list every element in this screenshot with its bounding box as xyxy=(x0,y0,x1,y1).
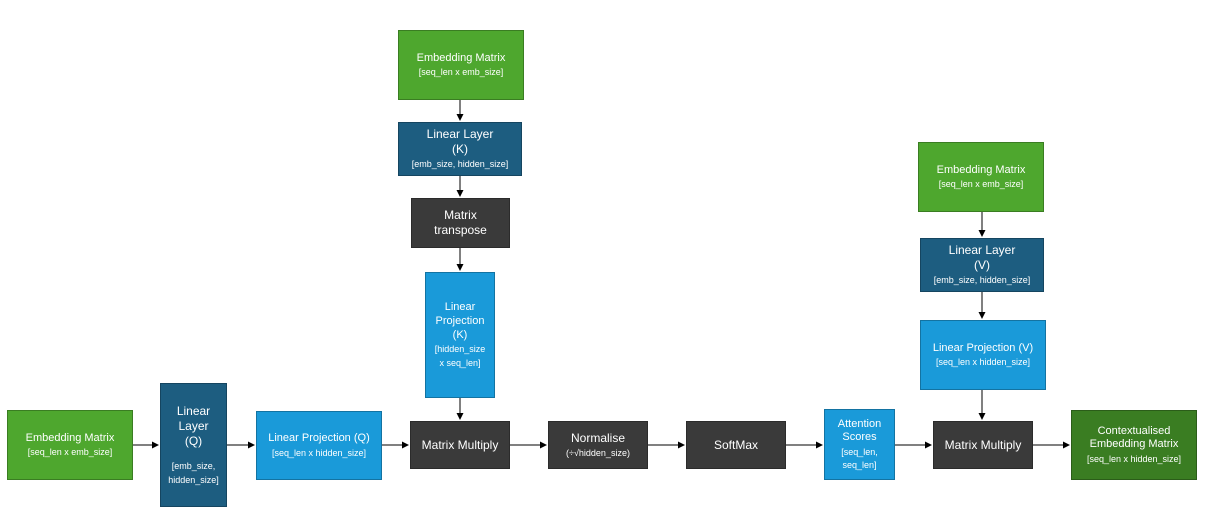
node-title: Embedding Matrix xyxy=(25,431,115,444)
node-title-3: (K) xyxy=(452,328,468,341)
matrix-multiply-v-node: Matrix Multiply xyxy=(933,421,1033,469)
node-shape-label: [emb_size, hidden_size] xyxy=(411,159,509,170)
matrix-transpose-node: Matrix transpose xyxy=(411,198,510,248)
node-title-2: Layer xyxy=(178,419,209,434)
node-title: Contextualised xyxy=(1097,424,1171,437)
node-title: Linear xyxy=(176,404,211,419)
softmax-node: SoftMax xyxy=(686,421,786,469)
embedding-matrix-v-node: Embedding Matrix [seq_len x emb_size] xyxy=(918,142,1044,212)
contextualised-embedding-node: Contextualised Embedding Matrix [seq_len… xyxy=(1071,410,1197,480)
node-title-sub: (V) xyxy=(974,258,990,273)
node-shape-label: (÷√hidden_size) xyxy=(566,447,630,458)
linear-projection-v-node: Linear Projection (V) [seq_len x hidden_… xyxy=(920,320,1046,390)
linear-layer-k-node: Linear Layer (K) [emb_size, hidden_size] xyxy=(398,122,522,176)
node-title: SoftMax xyxy=(713,437,758,452)
node-shape-label: [seq_len, xyxy=(841,447,878,457)
node-title: Linear xyxy=(444,301,476,314)
node-shape-label: [seq_len x hidden_size] xyxy=(271,447,367,458)
node-shape-label: [seq_len x emb_size] xyxy=(418,67,504,78)
node-title: Normalise xyxy=(570,430,625,445)
node-shape-label: [seq_len x emb_size] xyxy=(938,179,1024,190)
node-shape-label-2: x seq_len] xyxy=(439,357,481,368)
node-shape-label: [hidden_size xyxy=(434,344,486,355)
node-title: Linear Projection (Q) xyxy=(268,432,370,444)
embedding-matrix-q-node: Embedding Matrix [seq_len x emb_size] xyxy=(7,410,133,480)
node-title: Matrix Multiply xyxy=(944,437,1022,452)
linear-layer-q-node: Linear Layer (Q) [emb_size, hidden_size] xyxy=(160,383,227,507)
node-shape-label: [seq_len x emb_size] xyxy=(27,447,113,458)
node-shape-label: [seq_len x hidden_size] xyxy=(1086,454,1182,465)
linear-layer-v-node: Linear Layer (V) [emb_size, hidden_size] xyxy=(920,238,1044,292)
matrix-multiply-qk-node: Matrix Multiply xyxy=(410,421,510,469)
node-title-sub: transpose xyxy=(434,223,487,237)
node-title-sub: (K) xyxy=(452,142,468,157)
embedding-matrix-k-node: Embedding Matrix [seq_len x emb_size] xyxy=(398,30,524,100)
node-title: Linear Layer xyxy=(948,243,1016,258)
linear-projection-k-node: Linear Projection (K) [hidden_size x seq… xyxy=(425,272,495,398)
attention-scores-node: Attention Scores [seq_len, seq_len] xyxy=(824,409,895,480)
node-title: Embedding Matrix xyxy=(936,163,1026,176)
linear-projection-q-node: Linear Projection (Q) [seq_len x hidden_… xyxy=(256,411,382,480)
node-title: Matrix Multiply xyxy=(421,437,499,452)
node-title: Linear Layer xyxy=(426,127,494,142)
node-title: Linear Projection (V) xyxy=(932,341,1034,354)
node-shape-label: [emb_size, xyxy=(171,461,216,472)
node-shape-label: [emb_size, hidden_size] xyxy=(933,275,1031,286)
node-title-2: Embedding Matrix xyxy=(1089,438,1179,451)
node-title-2: Scores xyxy=(842,431,877,444)
node-shape-label-2: hidden_size] xyxy=(168,474,219,485)
normalise-node: Normalise (÷√hidden_size) xyxy=(548,421,648,469)
node-shape-label-2: seq_len] xyxy=(842,460,877,471)
node-title: Matrix xyxy=(444,208,477,222)
node-title-3: (Q) xyxy=(184,434,203,449)
node-title: Attention xyxy=(837,417,882,430)
node-shape-label: [seq_len x hidden_size] xyxy=(935,357,1031,368)
node-title: Embedding Matrix xyxy=(416,51,506,64)
node-title-2: Projection xyxy=(435,314,485,327)
